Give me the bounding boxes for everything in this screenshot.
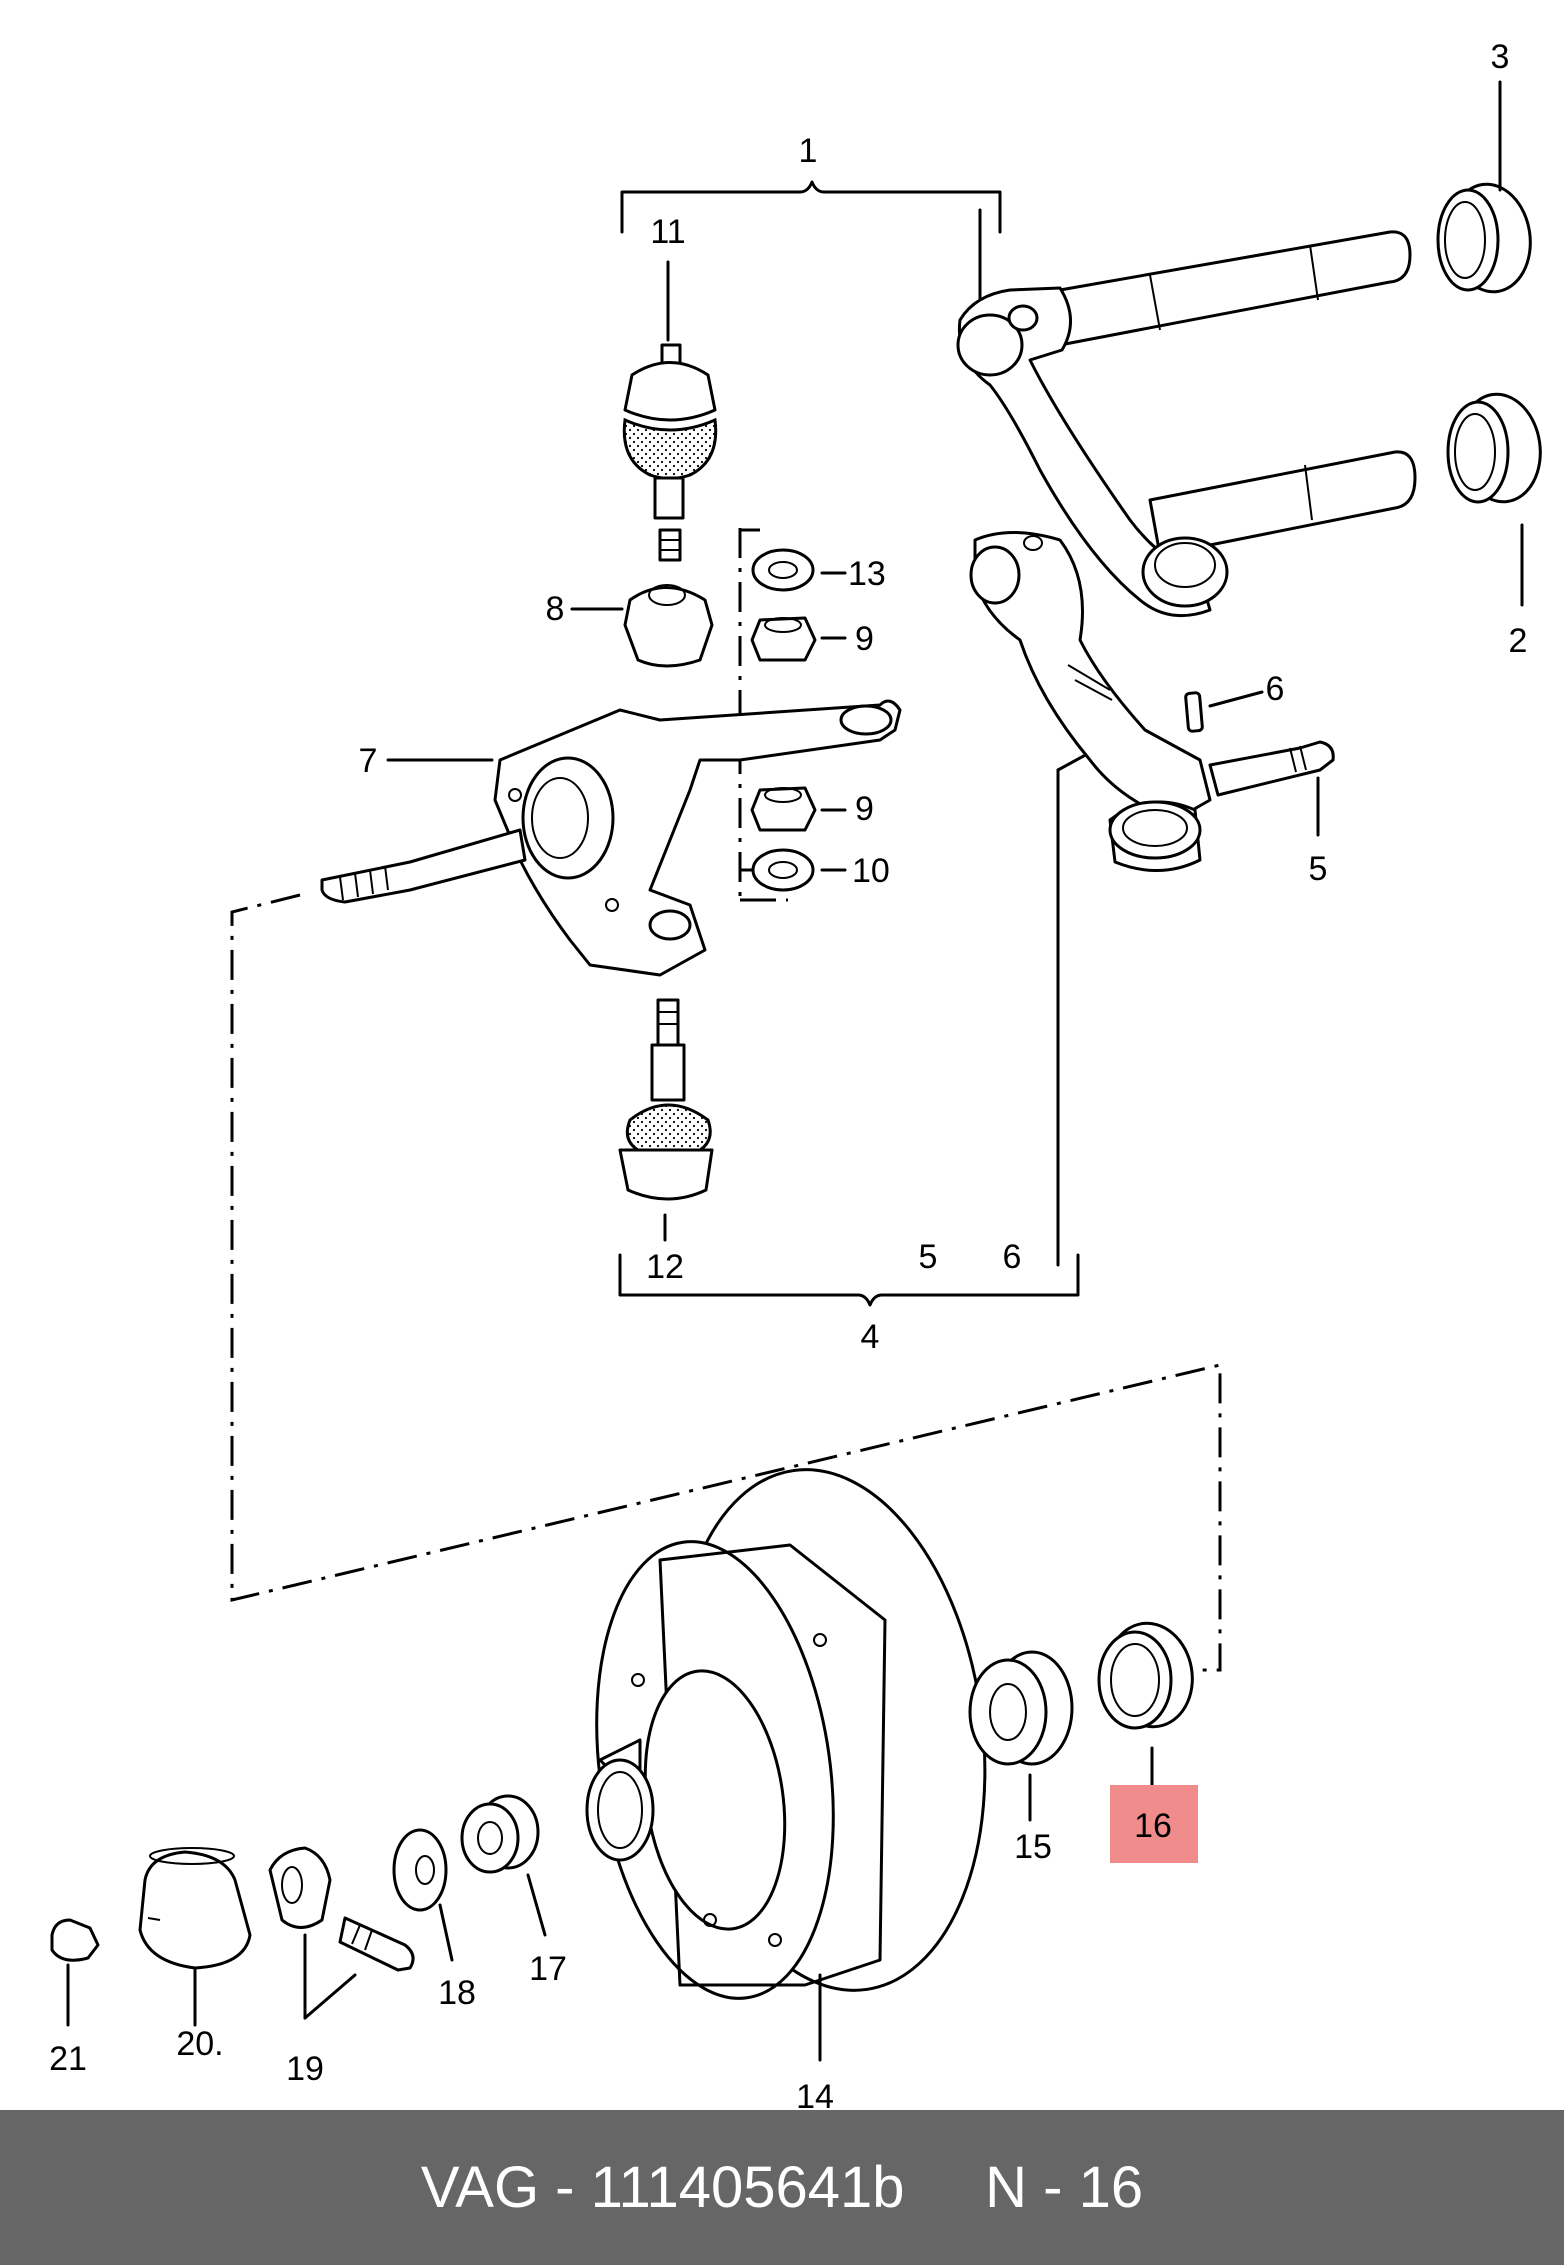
callout-7: 7 [359, 742, 378, 780]
footer-gap [905, 2154, 986, 2221]
callout-5-bracket: 5 [919, 1238, 938, 1276]
trailing-arm-assembly [956, 230, 1417, 872]
grease-cap [50, 1918, 100, 1962]
steering-knuckle [320, 699, 902, 977]
exploded-parts-diagram: 1 3 11 13 9 8 2 6 7 9 10 5 12 5 6 4 15 1… [49, 38, 1542, 2110]
ball-joint-lower [618, 998, 714, 1201]
washer-10 [751, 848, 815, 892]
callout-5-right: 5 [1309, 850, 1328, 888]
callout-12: 12 [646, 1248, 684, 1286]
footer-part-number: 111405641b [590, 2155, 905, 2220]
callout-20: 20. [176, 2025, 223, 2063]
callout-9-upper: 9 [855, 620, 874, 658]
oil-seal [1097, 1621, 1194, 1730]
nut-9-upper [750, 616, 817, 662]
callout-8: 8 [546, 590, 565, 628]
dust-cap [138, 1847, 252, 1970]
clamp-nut [268, 1846, 415, 1972]
part-info-footer: VAG - 111405641b N - 16 [0, 2110, 1564, 2265]
callout-6-right: 6 [1266, 670, 1285, 708]
ball-joint-upper [622, 343, 718, 562]
callout-9-lower: 9 [855, 790, 874, 828]
callout-18: 18 [438, 1974, 476, 2012]
footer-brand: VAG [420, 2155, 540, 2220]
bush-part-2 [1446, 392, 1542, 504]
thrust-washer [392, 1828, 448, 1912]
footer-separator: - [539, 2155, 591, 2220]
callout-16: 16 [1134, 1807, 1172, 1845]
brake-drum [585, 1468, 987, 2000]
nut-9-lower [750, 786, 817, 832]
bush-part-3 [1436, 182, 1532, 294]
callout-labels: 1 3 11 13 9 8 2 6 7 9 10 5 12 5 6 4 15 1… [49, 38, 1527, 2110]
washer-13 [751, 548, 815, 592]
assembly-guide-lines [230, 528, 1222, 1672]
bearing-outer [968, 1650, 1074, 1766]
callout-10: 10 [852, 852, 890, 890]
callout-17: 17 [529, 1950, 567, 1988]
castle-nut [623, 584, 714, 668]
leader-lines [66, 80, 1524, 2062]
callout-14: 14 [796, 2078, 834, 2110]
callout-6-bracket: 6 [1003, 1238, 1022, 1276]
callout-2: 2 [1509, 622, 1528, 660]
footer-position-label: N - 16 [985, 2155, 1144, 2220]
callout-3: 3 [1491, 38, 1510, 76]
callout-13: 13 [848, 555, 886, 593]
callout-19: 19 [286, 2050, 324, 2088]
highlighted-callout-box [1110, 1785, 1198, 1863]
callout-4: 4 [861, 1318, 880, 1356]
bearing-inner [460, 1794, 540, 1874]
callout-15: 15 [1014, 1828, 1052, 1866]
callout-21: 21 [49, 2040, 87, 2078]
bracket-group-1 [620, 180, 1002, 322]
callout-11: 11 [650, 213, 685, 251]
callout-1: 1 [799, 132, 818, 170]
